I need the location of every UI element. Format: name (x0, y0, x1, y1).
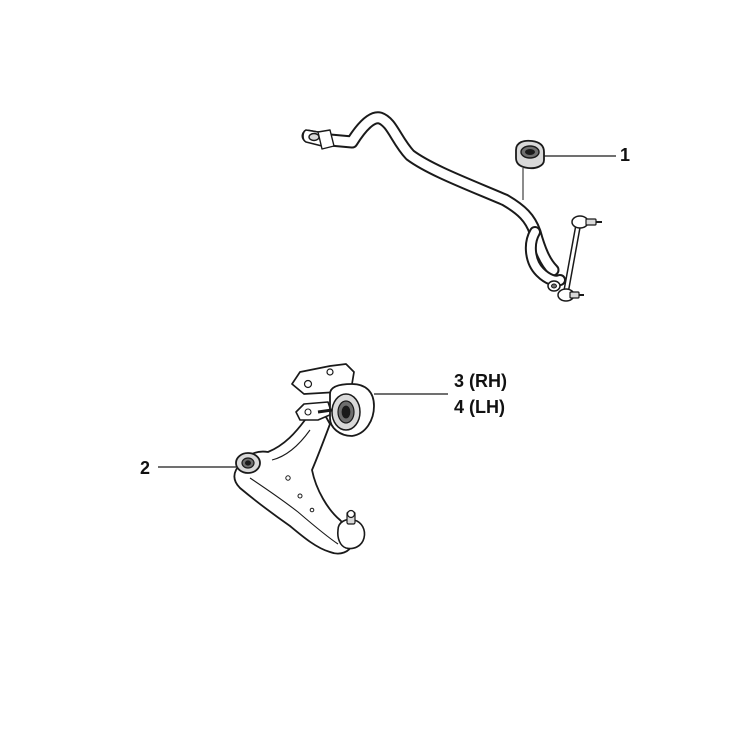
callout-label-2: 2 (140, 458, 151, 478)
callout-label-1: 1 (620, 145, 631, 165)
leader-lines (158, 155, 616, 468)
stabilizer-link (557, 215, 602, 302)
callout-label-4-lh: 4 (LH) (454, 397, 505, 417)
stabilizer-bushing (515, 139, 545, 200)
callout-label-3-rh: 3 (RH) (454, 371, 507, 391)
stabilizer-bar (301, 111, 566, 292)
rear-bushing-bracket (291, 363, 375, 437)
lower-control-arm (233, 409, 366, 555)
